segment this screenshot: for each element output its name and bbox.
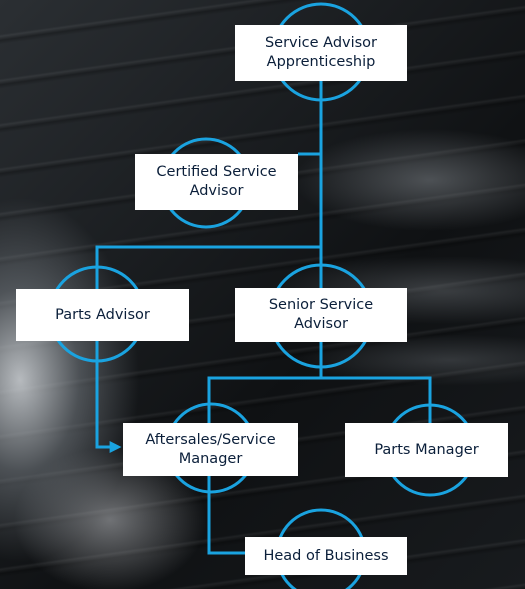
- node-head-of-business: Head of Business: [245, 537, 407, 575]
- node-certified-service-advisor: Certified Service Advisor: [135, 154, 298, 210]
- edge-apprenticeship-to-certified: [298, 81, 323, 156]
- edge-parts-advisor-to-aftersales-arrow: [95, 341, 122, 453]
- edge-aftersales-to-head: [207, 476, 245, 555]
- node-aftersales-service-manager: Aftersales/Service Manager: [123, 423, 298, 476]
- node-parts-manager: Parts Manager: [345, 423, 508, 477]
- edge-apprenticeship-to-parts-advisor: [95, 245, 321, 289]
- node-parts-advisor: Parts Advisor: [16, 289, 189, 341]
- node-senior-service-advisor: Senior Service Advisor: [235, 288, 407, 342]
- edge-senior-to-managers: [207, 342, 432, 423]
- node-service-advisor-apprenticeship: Service Advisor Apprenticeship: [235, 25, 407, 81]
